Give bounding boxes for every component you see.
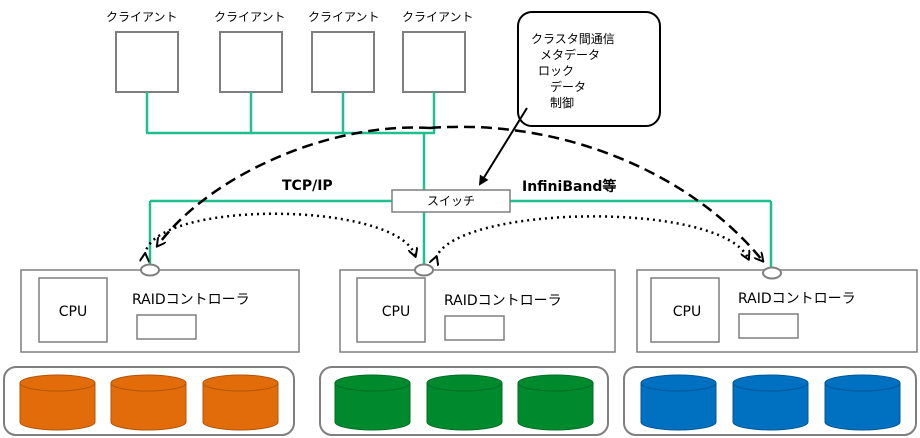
cpu-box-3 — [650, 277, 720, 343]
cpu-label-1: CPU — [59, 304, 87, 320]
switch-label: スイッチ — [427, 194, 475, 208]
cpu-box-2 — [356, 277, 426, 343]
disk-1-1 — [19, 374, 96, 431]
disk-2-1 — [334, 374, 411, 431]
client-label-4: クライアント — [402, 10, 474, 24]
switch-box — [391, 189, 511, 213]
disk-1-2 — [110, 374, 187, 431]
cpu-label-3: CPU — [673, 304, 701, 320]
port-1 — [140, 263, 160, 277]
disk-2-3 — [517, 374, 594, 431]
tcp-ip-label: TCP/IP — [282, 178, 333, 194]
raid-label-1: RAIDコントローラ — [132, 292, 250, 308]
cpu-label-2: CPU — [382, 304, 410, 320]
client-box-2 — [219, 31, 283, 93]
callout-line-2: メタデータ — [540, 47, 600, 62]
raid-box-2 — [444, 315, 505, 341]
callout-box — [517, 11, 661, 127]
dotted-arrow-left — [145, 212, 415, 255]
dashed-arrow-right — [429, 125, 762, 260]
disk-2-2 — [426, 374, 503, 431]
callout-line-4: データ — [550, 79, 586, 94]
client-box-4 — [402, 31, 466, 93]
client-box-3 — [311, 31, 375, 93]
network-lines — [145, 92, 773, 268]
client-box-1 — [115, 31, 179, 93]
client-label-1: クライアント — [106, 10, 178, 24]
disk-3-2 — [732, 374, 809, 431]
client-label-2: クライアント — [214, 10, 286, 24]
port-3 — [762, 266, 782, 280]
callout-line-3: ロック — [538, 64, 574, 78]
raid-box-3 — [738, 313, 799, 339]
port-2 — [414, 263, 434, 277]
callout-arrow — [478, 107, 528, 186]
client-label-3: クライアント — [308, 10, 380, 24]
dashed-arrow-left — [158, 126, 431, 245]
callout-line-5: 制御 — [550, 95, 574, 110]
cpu-box-1 — [38, 277, 108, 343]
raid-label-2: RAIDコントローラ — [444, 293, 562, 309]
dotted-arrow-right — [436, 215, 748, 258]
infiniband-label: InfiniBand等 — [522, 178, 616, 195]
disk-3-1 — [640, 374, 717, 431]
disk-3-3 — [824, 374, 901, 431]
raid-label-3: RAIDコントローラ — [738, 291, 856, 307]
raid-box-1 — [136, 314, 197, 340]
callout-line-1: クラスタ間通信 — [531, 32, 615, 46]
disk-1-3 — [202, 374, 279, 431]
